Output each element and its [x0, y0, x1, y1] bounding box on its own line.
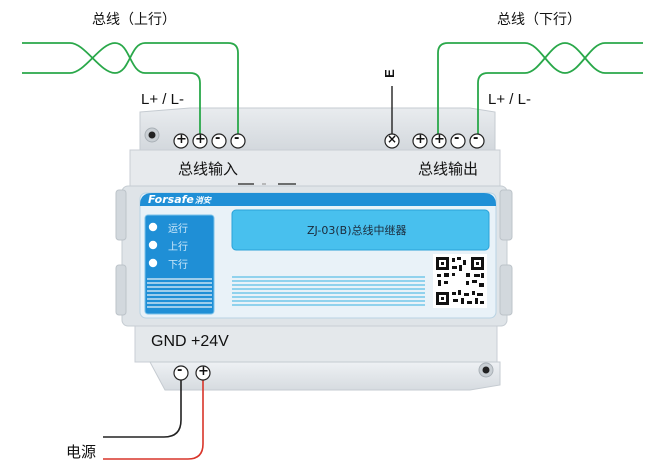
- terminal-in-plus-2: [192, 133, 208, 149]
- bus-wire-upstream: [22, 42, 239, 141]
- symbol-minus: -: [454, 131, 460, 146]
- power-wires: [103, 379, 204, 460]
- terminal-out-minus-1: [450, 133, 466, 149]
- qr-code: [433, 254, 487, 308]
- terminal-in-minus-1: [211, 133, 227, 149]
- symbol-plus: +: [434, 132, 445, 147]
- bus-wire-downstream: [437, 42, 643, 141]
- symbol-plus: +: [198, 364, 209, 379]
- bus-downstream-title: 总线（下行）: [497, 12, 581, 28]
- brand-name-cn: 消安: [194, 196, 211, 205]
- lpl-label-left: L+ / L-: [141, 91, 184, 108]
- led-up: [148, 240, 158, 250]
- symbol-plus: +: [195, 132, 206, 147]
- terminals-power: [173, 365, 211, 381]
- symbol-minus: -: [234, 131, 240, 146]
- bus-input-label: 总线输入: [178, 160, 239, 178]
- indicator-up-label: 上行: [168, 242, 188, 253]
- terminals-bus-input: [173, 133, 246, 149]
- bus-upstream-title: 总线（上行）: [92, 12, 176, 28]
- left-panel-stripes: [147, 278, 212, 308]
- terminal-in-minus-2: [230, 133, 246, 149]
- gnd-24v-label: GND +24V: [151, 333, 229, 350]
- symbol-minus: -: [473, 131, 479, 146]
- brand-name: Forsafe: [148, 193, 194, 206]
- symbol-plus: +: [176, 132, 187, 147]
- indicator-down-label: 下行: [168, 260, 188, 271]
- terminal-out-plus-1: [412, 133, 428, 149]
- symbol-earth-cross: ×: [387, 132, 398, 146]
- terminal-24v: [195, 365, 211, 381]
- symbol-plus: +: [415, 132, 426, 147]
- symbol-minus: -: [177, 363, 183, 378]
- terminal-gnd: [173, 365, 189, 381]
- led-run: [148, 222, 158, 232]
- earth-label: E: [381, 69, 397, 78]
- lpl-label-right: L+ / L-: [488, 91, 531, 108]
- indicator-run-label: 运行: [168, 224, 188, 235]
- terminal-earth: [384, 133, 400, 149]
- right-panel-stripes: [232, 276, 425, 306]
- symbol-minus: -: [215, 131, 221, 146]
- terminal-out-minus-2: [469, 133, 485, 149]
- brand-logo: Forsafe消安: [148, 193, 211, 207]
- power-label: 电源: [66, 443, 97, 461]
- terminal-in-plus-1: [173, 133, 189, 149]
- bus-output-label: 总线输出: [418, 160, 479, 178]
- terminals-bus-output: [384, 133, 485, 149]
- front-panel: [139, 192, 497, 319]
- model-label: ZJ-03(B)总线中继器: [307, 224, 407, 237]
- led-down: [148, 258, 158, 268]
- terminal-out-plus-2: [431, 133, 447, 149]
